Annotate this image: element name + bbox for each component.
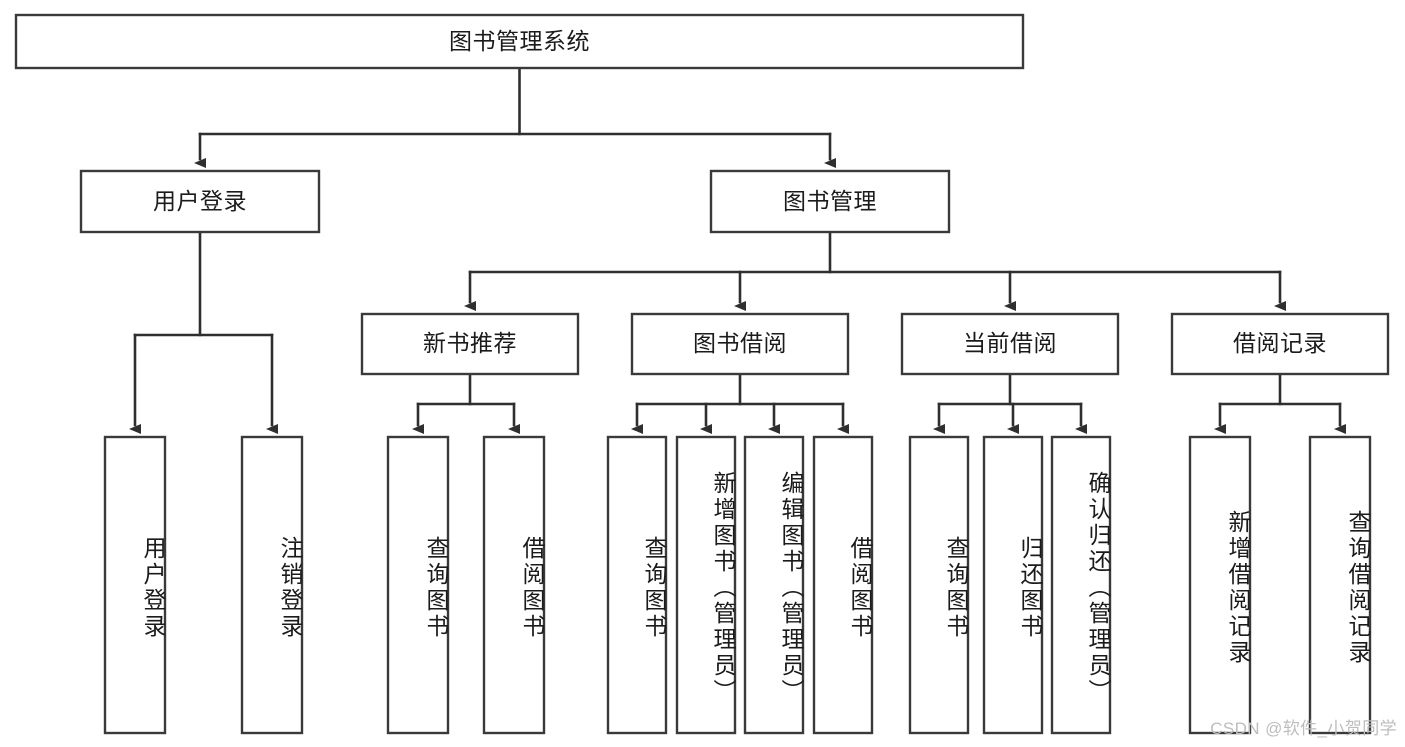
node-box-root[interactable]	[14, 13, 1025, 70]
node-box-book-management[interactable]	[709, 169, 951, 234]
node-box-query-books-1[interactable]	[386, 435, 450, 735]
node-box-user-login[interactable]	[79, 169, 321, 234]
node-box-user-login-leaf[interactable]	[103, 435, 167, 735]
node-box-add-borrow-record[interactable]	[1188, 435, 1252, 735]
node-box-query-books-2[interactable]	[606, 435, 668, 735]
node-box-query-books-3[interactable]	[908, 435, 970, 735]
node-box-user-logout-leaf[interactable]	[240, 435, 304, 735]
node-box-borrow-books-1[interactable]	[482, 435, 546, 735]
node-box-new-book-recommend[interactable]	[360, 312, 580, 376]
connectors-group	[129, 66, 1346, 434]
node-box-borrow-records[interactable]	[1170, 312, 1390, 376]
node-box-borrow-books-2[interactable]	[812, 435, 874, 735]
node-box-query-borrow-record[interactable]	[1308, 435, 1372, 735]
node-box-confirm-return-admin[interactable]	[1050, 435, 1112, 735]
node-box-return-books[interactable]	[982, 435, 1044, 735]
csdn-watermark: CSDN @软件_小贺同学	[1210, 719, 1397, 738]
node-box-add-book-admin[interactable]	[675, 435, 737, 735]
node-box-edit-book-admin[interactable]	[743, 435, 805, 735]
node-box-current-borrow[interactable]	[900, 312, 1120, 376]
boxes-group	[14, 13, 1390, 735]
node-box-book-borrow[interactable]	[630, 312, 850, 376]
